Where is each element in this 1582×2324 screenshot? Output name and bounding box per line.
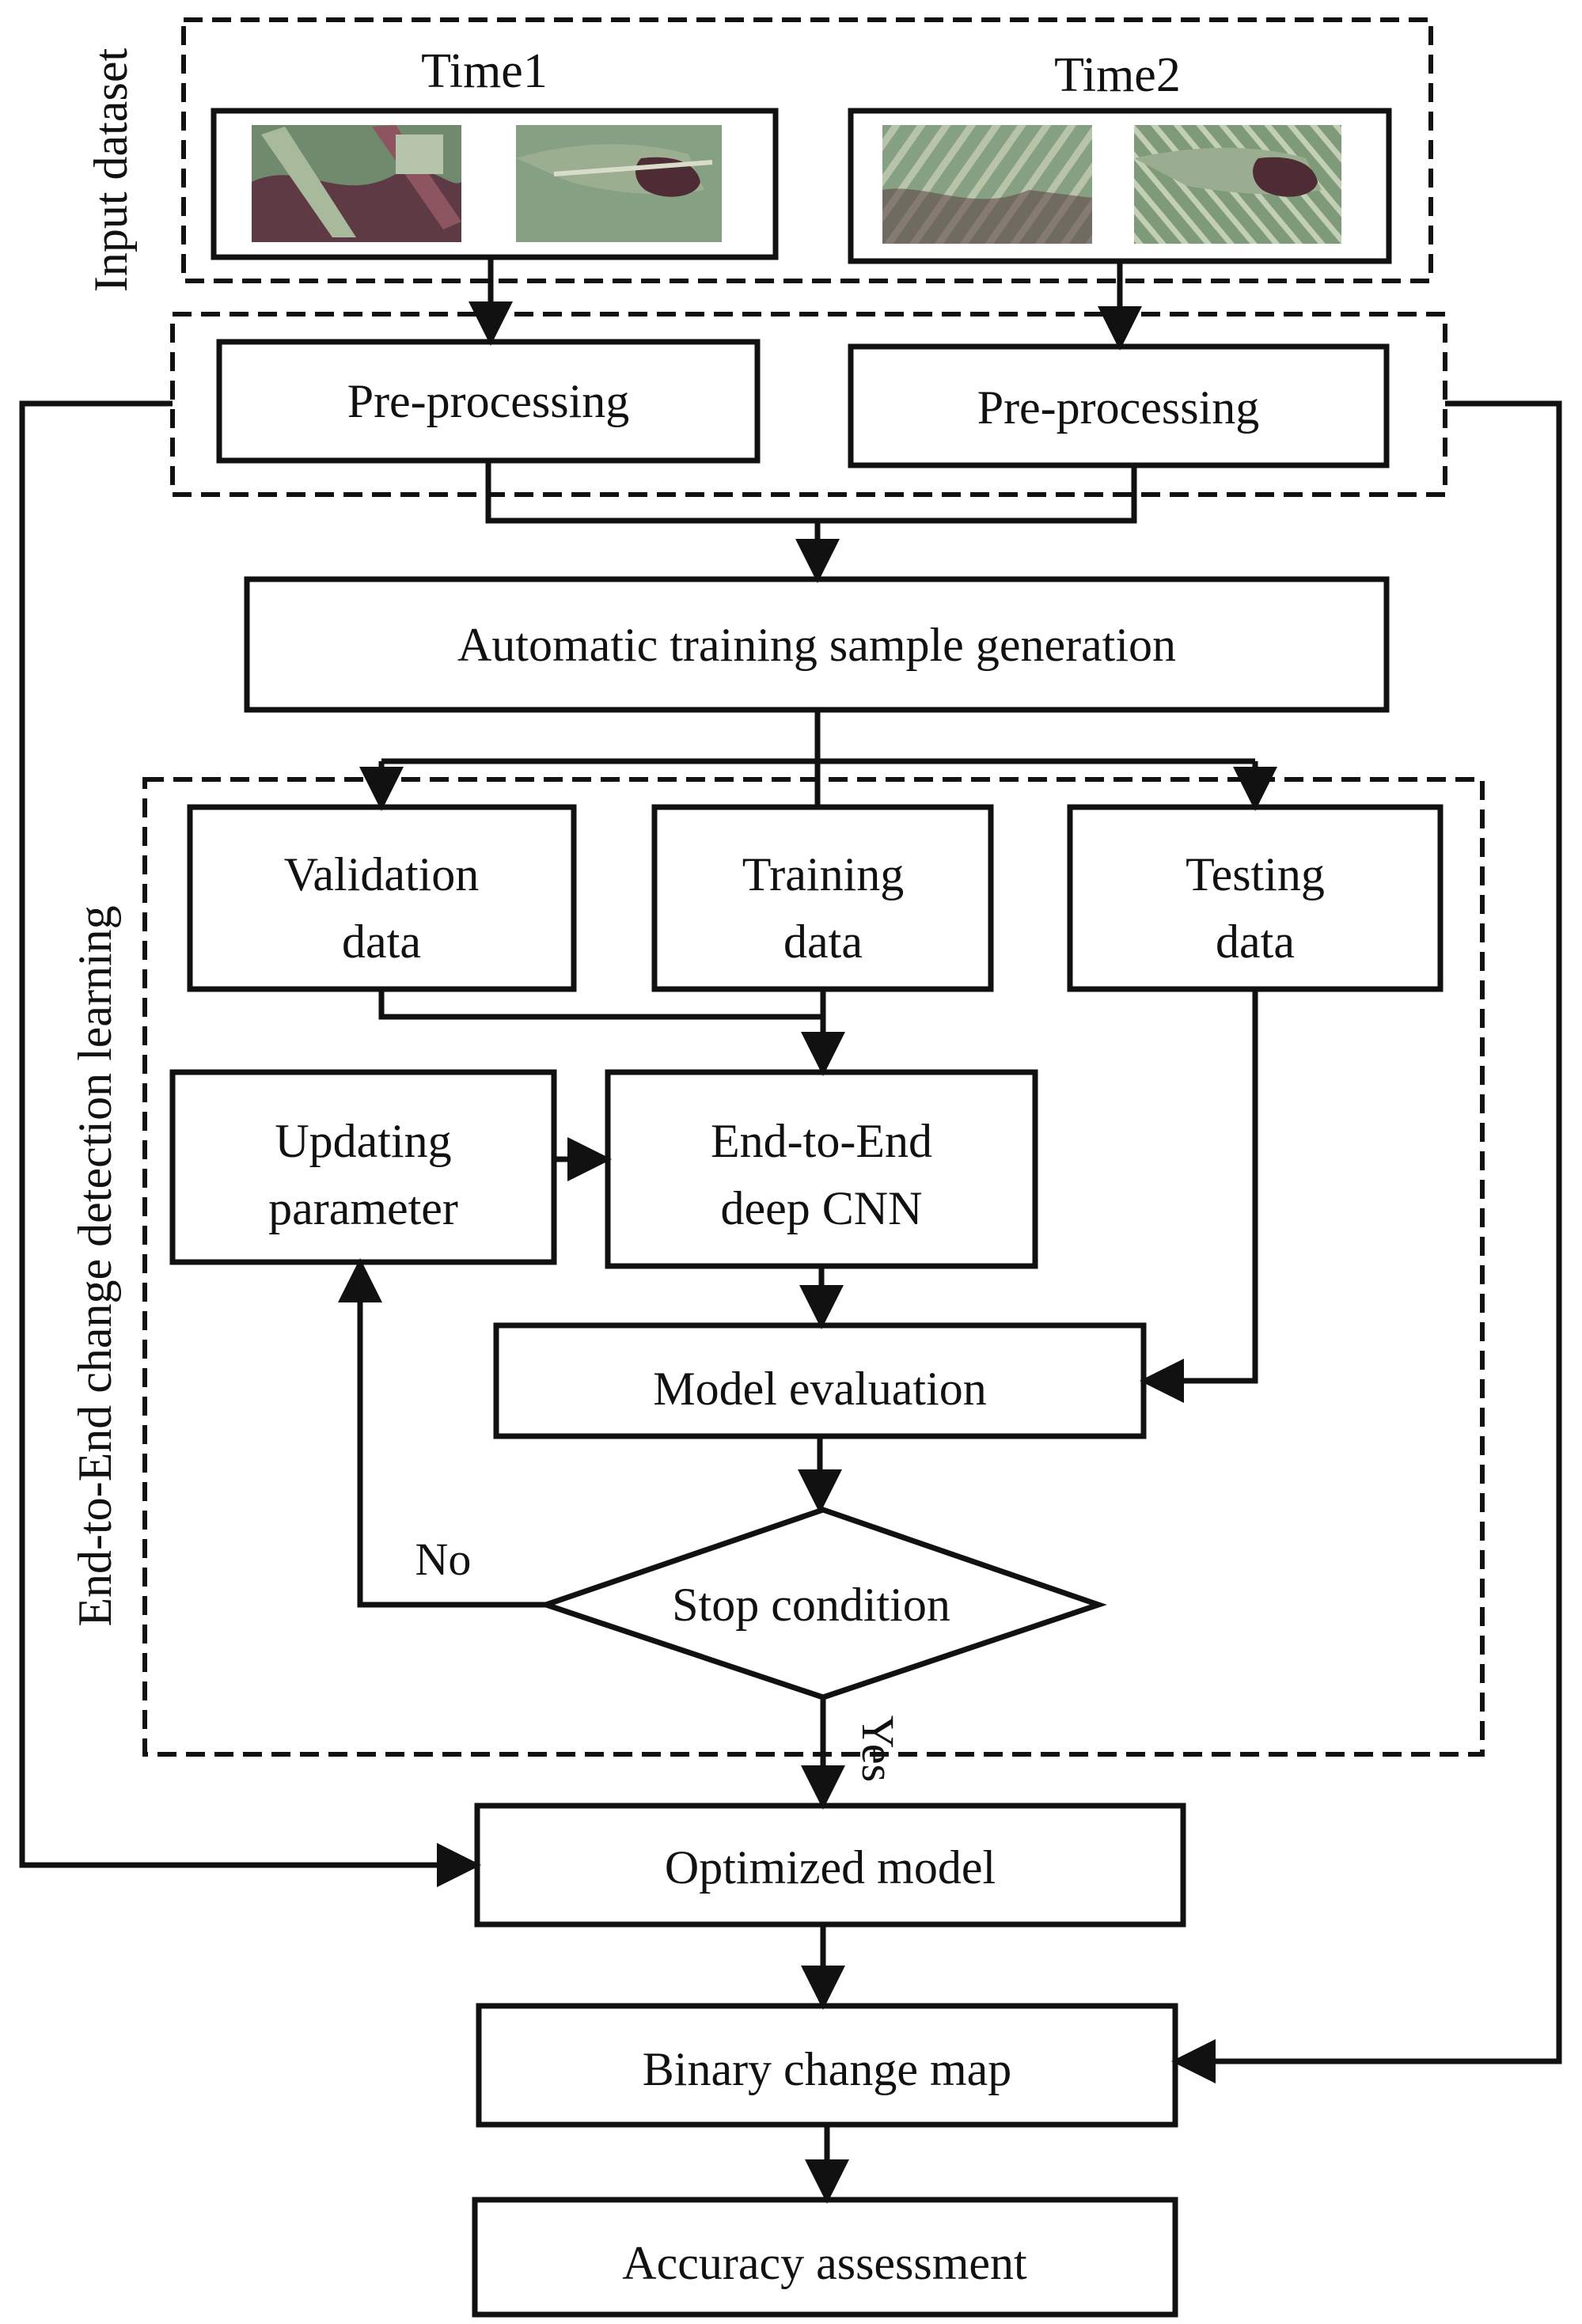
arrow-testing-to-evaluation [1140,989,1258,1403]
connector-preprocessing-merge [485,461,1137,524]
testing-label-line1: Testing [1186,848,1325,900]
arrow-no-to-updating [338,1258,546,1608]
stop-condition-label: Stop condition [672,1579,950,1631]
input-dataset-group [181,17,1433,283]
connector-validation-to-cnn [378,989,823,1020]
time1-label: Time1 [421,44,548,98]
preprocessing-box-left [216,339,761,464]
binary-change-map-label: Binary change map [643,2043,1012,2095]
connectors [19,257,1562,2204]
arrow-right-bypass-to-binary-map [1171,400,1562,2083]
updating-label-line1: Updating [275,1115,451,1167]
validation-label-line2: data [342,916,421,968]
yes-label: Yes [852,1716,904,1782]
preprocessing-right-label: Pre-processing [977,381,1260,434]
cnn-label-line1: End-to-End [711,1115,932,1167]
sample-generation-label: Automatic training sample generation [457,619,1176,671]
testing-label-line2: data [1216,916,1295,968]
time2-image-b [1134,125,1341,244]
preprocessing-group [170,312,1447,497]
training-label-line1: Training [742,848,905,900]
time2-label: Time2 [1054,48,1181,102]
no-label: No [415,1534,472,1585]
sample-generation-box [244,576,1390,713]
validation-label-line1: Validation [284,848,480,900]
learning-group-label: End-to-End change detection learning [69,905,121,1626]
input-dataset-label: Input dataset [85,48,137,293]
time1-image-b [516,125,722,242]
accuracy-assessment-label: Accuracy assessment [622,2237,1027,2289]
testing-data-box [1067,804,1444,992]
training-label-line2: data [783,916,863,968]
preprocessing-box-right [848,343,1390,468]
validation-data-box [187,804,577,992]
cnn-box [605,1069,1038,1269]
time1-image-a [252,125,461,242]
updating-parameter-box [169,1069,557,1265]
time2-image-a [882,125,1092,244]
model-evaluation-label: Model evaluation [653,1363,987,1415]
learning-group [142,777,1485,1757]
optimized-model-label: Optimized model [665,1841,996,1894]
cnn-label-line2: deep CNN [721,1182,923,1234]
arrow-left-bypass-to-optimized [19,400,481,1887]
preprocessing-left-label: Pre-processing [347,375,630,427]
updating-label-line2: parameter [268,1182,458,1234]
